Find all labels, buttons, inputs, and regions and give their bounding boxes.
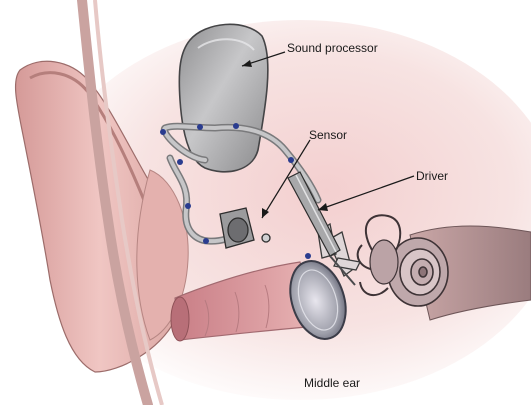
sound-processor [179, 24, 268, 171]
label-sensor: Sensor [309, 129, 347, 141]
label-middle-ear: Middle ear [304, 377, 360, 389]
label-sound-processor: Sound processor [287, 42, 378, 54]
label-driver: Driver [416, 170, 448, 182]
